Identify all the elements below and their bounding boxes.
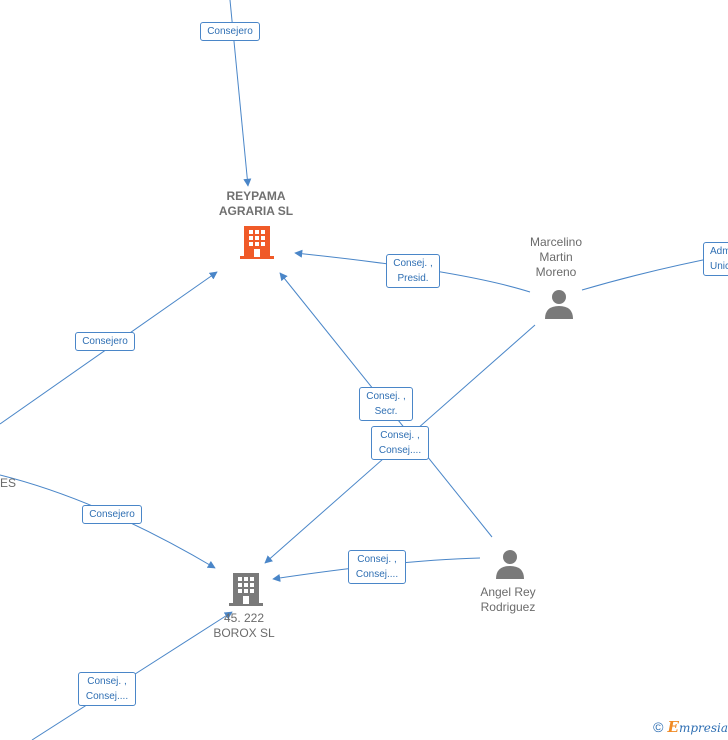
person-icon[interactable] [494,548,526,580]
offscreen-node-label[interactable]: ES [0,476,17,490]
person-icon[interactable] [543,288,575,320]
edge-label-angel-reypama[interactable]: Consej. , Secr. [359,387,413,421]
edge-label-marcelino-reypama[interactable]: Consej. , Presid. [386,254,440,288]
brand-logo: Empresia [667,718,728,736]
edge-label-marcelino-right[interactable]: Adm Unic [703,242,728,276]
person-name-marcelino[interactable]: Marcelino Martin Moreno [529,235,583,279]
edge-label-bottom-borox[interactable]: Consej. , Consej.... [78,672,136,706]
building-icon[interactable] [240,224,274,260]
building-icon[interactable] [229,571,263,607]
company-name-borox[interactable]: 45. 222 BOROX SL [213,611,275,640]
edge-label-marcelino-borox[interactable]: Consej. , Consej.... [371,426,429,460]
edge-label-angel-borox[interactable]: Consej. , Consej.... [348,550,406,584]
footer-brand: © Empresia [653,718,728,736]
company-name-reypama[interactable]: REYPAMA AGRARIA SL [218,189,294,218]
edge-label-left-reypama[interactable]: Consejero [75,332,135,351]
copyright-icon: © [653,719,664,735]
edge-label-left-borox[interactable]: Consejero [82,505,142,524]
person-name-angel[interactable]: Angel Rey Rodriguez [480,585,536,614]
edge-label-top-consejero[interactable]: Consejero [200,22,260,41]
